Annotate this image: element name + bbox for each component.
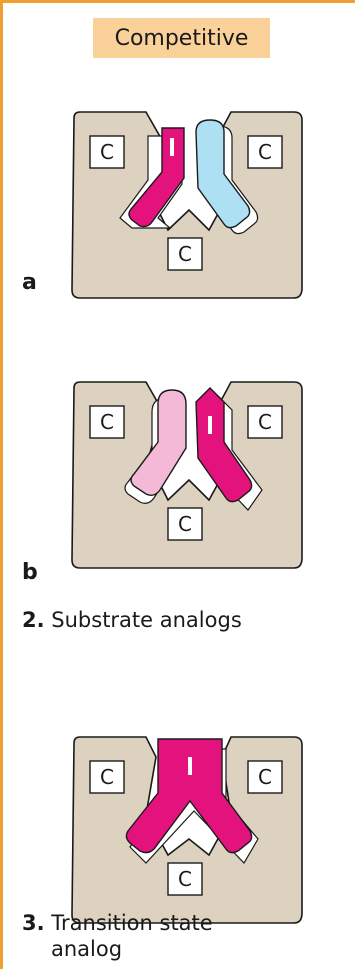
site-box-bottom xyxy=(167,862,203,896)
top-border xyxy=(0,0,355,3)
caption-transition-state-analog: 3. Transition state analog xyxy=(22,910,213,962)
header-tag: Competitive xyxy=(93,18,270,58)
left-border xyxy=(0,0,3,969)
enzyme-shape xyxy=(71,111,303,299)
enzyme-shape xyxy=(71,736,303,924)
site-label: C xyxy=(258,410,272,434)
caption-number: 3. xyxy=(22,911,45,935)
site-label: C xyxy=(258,140,272,164)
site-box-left xyxy=(89,135,125,169)
enzyme-shape xyxy=(71,381,303,569)
inhibitor-mark xyxy=(208,416,212,434)
site-box-right xyxy=(247,405,283,439)
caption-number: 2. xyxy=(22,608,45,632)
caption-text: Substrate analogs xyxy=(51,608,242,632)
site-box-bottom xyxy=(167,237,203,271)
inhibitor-shape xyxy=(125,738,253,854)
site-box-left xyxy=(89,760,125,794)
panel-b-diagram: C C C xyxy=(66,380,306,570)
inhibitor-mark xyxy=(188,757,192,775)
site-label: C xyxy=(178,867,192,891)
panel-a-diagram: C C C xyxy=(66,110,306,300)
site-label: C xyxy=(178,512,192,536)
site-label: C xyxy=(178,242,192,266)
substrate-shape xyxy=(130,389,187,497)
site-box-right xyxy=(247,760,283,794)
site-label: C xyxy=(100,410,114,434)
site-label: C xyxy=(100,140,114,164)
panel-letter-a: a xyxy=(22,270,37,295)
header-label: Competitive xyxy=(114,25,249,51)
caption-text-line2: analog xyxy=(51,937,123,961)
panel-transition-diagram: C C C xyxy=(66,735,306,925)
site-label: C xyxy=(258,765,272,789)
panel-letter-b: b xyxy=(22,560,38,585)
caption-substrate-analogs: 2. Substrate analogs xyxy=(22,607,242,633)
inhibitor-mark xyxy=(170,138,174,156)
substrate-shape xyxy=(195,119,251,229)
site-box-left xyxy=(89,405,125,439)
site-box-bottom xyxy=(167,507,203,541)
site-label: C xyxy=(100,765,114,789)
site-box-right xyxy=(247,135,283,169)
caption-text-line1: Transition state xyxy=(51,911,213,935)
